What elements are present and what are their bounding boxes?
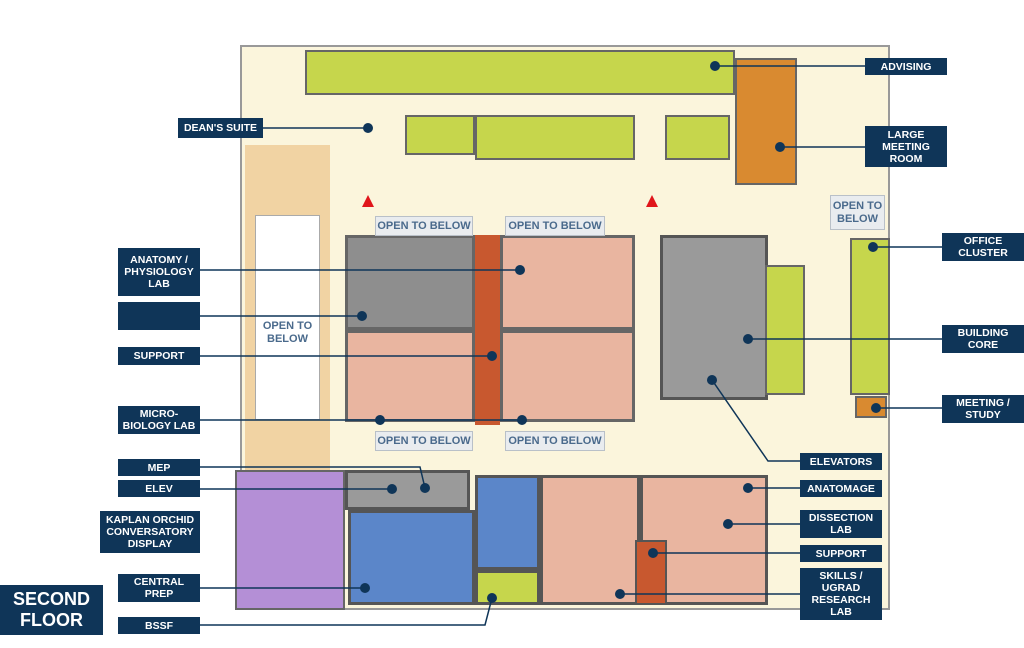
orchid-display (235, 470, 345, 610)
lab-room-right-bottom (500, 330, 635, 422)
open-to-below-tag: OPEN TO BELOW (830, 195, 885, 230)
label-support: SUPPORT (118, 347, 200, 365)
office-column-b (850, 238, 890, 395)
office-row-mid (475, 115, 635, 160)
label-advising: ADVISING (865, 58, 947, 75)
label-dissection-lab: DISSECTION LAB (800, 510, 882, 538)
leader-elevators (711, 379, 800, 462)
label-office-cluster: OFFICE CLUSTER (942, 233, 1024, 261)
label-large-meeting-room: LARGE MEETING ROOM (865, 126, 947, 167)
entry-marker (646, 195, 658, 207)
floor-title: SECOND FLOOR (0, 585, 103, 635)
label-mep: MEP (118, 459, 200, 476)
label-elev: ELEV (118, 480, 200, 497)
label-support-right: SUPPORT (800, 545, 882, 562)
entry-marker (362, 195, 374, 207)
deans-suite-area (405, 115, 475, 155)
label-central-prep: CENTRAL PREP (118, 574, 200, 602)
lab-room-right-top (500, 235, 635, 330)
atrium-void (255, 215, 320, 420)
label-building-core: BUILDING CORE (942, 325, 1024, 353)
label-meeting-study: MEETING / STUDY (942, 395, 1024, 423)
mep-room (345, 470, 470, 510)
label-bssf: BSSF (118, 617, 200, 634)
support-strip (475, 235, 500, 425)
anatomy-lab-room (345, 235, 475, 330)
leader-bssf (200, 597, 493, 626)
label-kaplan-orchid: KAPLAN ORCHID CONVERSATORY DISPLAY (100, 511, 200, 553)
label-anatomage: ANATOMAGE (800, 480, 882, 497)
label-microbiology-lab: MICRO-BIOLOGY LAB (118, 406, 200, 434)
label-deans-suite: DEAN'S SUITE (178, 118, 263, 138)
label-skills-ugrad-research-lab: SKILLS / UGRAD RESEARCH LAB (800, 568, 882, 620)
office-column-a (765, 265, 805, 395)
label-anatomy-physiology-lab: ANATOMY / PHYSIOLOGY LAB (118, 248, 200, 296)
large-meeting-room (735, 58, 797, 185)
open-to-below-atrium: OPEN TO BELOW (262, 320, 313, 345)
meeting-study-room (855, 396, 887, 418)
open-to-below-tag: OPEN TO BELOW (375, 431, 473, 451)
office-row-right (665, 115, 730, 160)
open-to-below-tag: OPEN TO BELOW (505, 431, 605, 451)
label-blank (118, 302, 200, 330)
central-prep-annex (475, 475, 540, 570)
open-to-below-tag: OPEN TO BELOW (505, 216, 605, 236)
leader-mep (200, 466, 426, 489)
top-office-strip (305, 50, 735, 95)
bssf-room (475, 570, 540, 605)
label-elevators: ELEVATORS (800, 453, 882, 470)
open-to-below-tag: OPEN TO BELOW (375, 216, 473, 236)
